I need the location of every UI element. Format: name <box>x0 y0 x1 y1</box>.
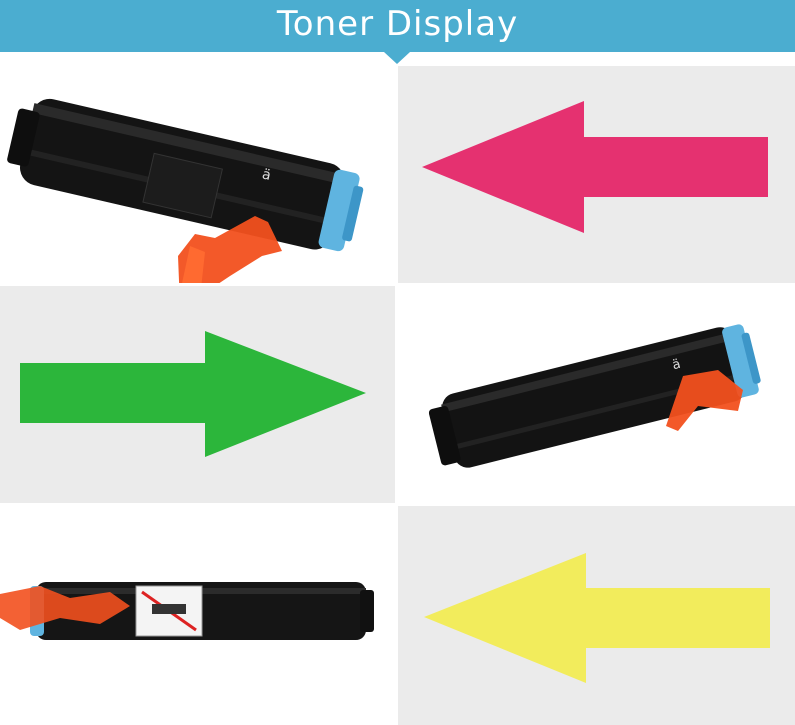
banner-pointer <box>384 52 410 64</box>
svg-text:ä: ä <box>260 166 272 184</box>
arrow-left-icon <box>422 101 768 233</box>
header-banner: Toner Display <box>0 0 795 52</box>
arrow-panel-magenta <box>398 66 795 283</box>
toner-cartridge-image <box>0 582 374 640</box>
page-title: Toner Display <box>276 4 519 44</box>
toner-cartridge-image: ä <box>7 98 364 283</box>
arrow-right-icon <box>20 331 366 457</box>
arrow-panel-green <box>0 286 395 503</box>
toner-photo-3 <box>0 506 395 725</box>
arrow-left-icon <box>424 553 770 683</box>
toner-photo-1: ä <box>0 66 395 283</box>
toner-photo-2: ä <box>398 286 795 503</box>
svg-text:ä: ä <box>671 357 682 373</box>
arrow-panel-yellow <box>398 506 795 725</box>
toner-cartridge-image: ä <box>428 324 761 468</box>
